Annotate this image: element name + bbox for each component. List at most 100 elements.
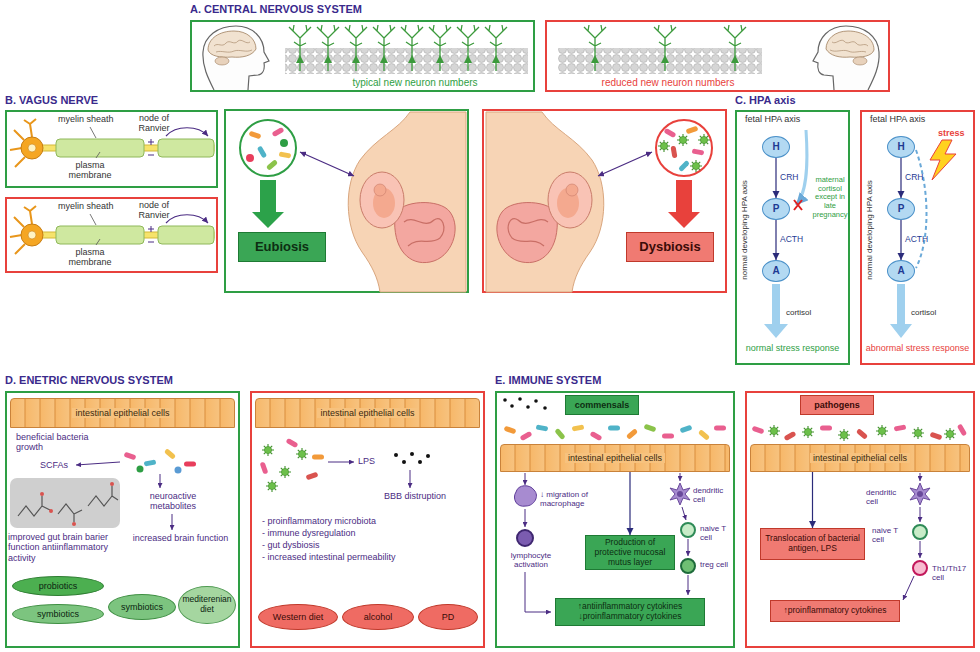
immune-illustration bbox=[680, 473, 681, 481]
immune-illustration bbox=[626, 428, 638, 440]
epithelium-band: intestinal epithelial cells bbox=[750, 444, 970, 472]
panel-title: B. VAGUS NERVE bbox=[5, 94, 98, 106]
immune-illustration bbox=[608, 426, 620, 431]
cns-illustration bbox=[203, 25, 879, 90]
microbiome-illustration bbox=[692, 148, 705, 155]
vagus-panel: myelin sheathnode of Ranvierplasma membr… bbox=[5, 110, 218, 188]
epithelium-band: intestinal epithelial cells bbox=[255, 398, 480, 428]
immune-illustration bbox=[680, 425, 693, 434]
ens-illustration bbox=[306, 472, 319, 481]
flow-arrow bbox=[629, 472, 630, 535]
immune-illustration bbox=[913, 525, 927, 539]
panel-text: normal developing HPA axis bbox=[865, 150, 875, 310]
microbiome-illustration bbox=[686, 126, 699, 135]
box-text: ↓proinflammatory cytokines bbox=[560, 612, 700, 622]
microbiome-illustration bbox=[272, 127, 285, 137]
immune-illustration bbox=[856, 428, 868, 440]
immune-illustration bbox=[784, 431, 797, 441]
ens-illustration bbox=[279, 466, 291, 478]
panel-text: plasma membrane bbox=[66, 247, 114, 268]
immune-illustration bbox=[913, 561, 927, 575]
microbiome-illustration bbox=[257, 146, 267, 159]
microbiome-illustration bbox=[252, 180, 284, 228]
microbiome-illustration bbox=[668, 180, 700, 228]
box-text: probiotics bbox=[16, 581, 100, 591]
hpa-node: A bbox=[762, 260, 790, 282]
microbiome-illustration bbox=[249, 131, 262, 140]
edge-label: CRH bbox=[905, 172, 923, 182]
immune-illustration bbox=[514, 486, 536, 507]
edge-label: ACTH bbox=[780, 234, 803, 244]
immune-illustration bbox=[920, 473, 921, 481]
process-box: Production of protective mucosal mutus l… bbox=[585, 535, 675, 570]
immune-illustration bbox=[802, 426, 814, 438]
ens-illustration bbox=[394, 453, 398, 457]
microbiome-illustration bbox=[225, 110, 468, 292]
panel-title: A. CENTRAL NERVOUS SYSTEM bbox=[190, 3, 362, 15]
cns-illustration bbox=[485, 25, 507, 71]
cns-illustration bbox=[457, 25, 479, 71]
cns-illustration bbox=[401, 25, 423, 71]
risk-oval: alcohol bbox=[342, 604, 414, 630]
box-text: A bbox=[763, 265, 789, 277]
immune-illustration bbox=[957, 424, 967, 437]
microbiome-illustration bbox=[670, 146, 677, 159]
ens-illustration bbox=[110, 482, 114, 486]
immune-illustration bbox=[670, 483, 690, 505]
immune-illustration bbox=[894, 424, 907, 431]
panel-text: - immune dysregulation bbox=[262, 528, 477, 538]
flow-arrow bbox=[775, 158, 776, 198]
box-text: P bbox=[763, 203, 789, 215]
hpa-illustration bbox=[796, 130, 807, 205]
cns-panel: reduced new neuron numbers bbox=[545, 20, 890, 92]
panel-text: stress bbox=[938, 128, 972, 138]
immune-illustration bbox=[820, 426, 832, 431]
box-text: commensals bbox=[570, 400, 634, 410]
immune-illustration bbox=[536, 424, 549, 431]
immune-illustration bbox=[768, 425, 780, 437]
process-box: Translocation of bacterial antigen, LPS bbox=[760, 528, 865, 560]
panel-text: improved gut brain barier function antii… bbox=[8, 532, 128, 563]
state-box: Dysbiosis bbox=[626, 232, 714, 262]
ens-illustration bbox=[124, 452, 137, 461]
hpa-node: H bbox=[762, 136, 790, 158]
panel-text: naive T cell bbox=[700, 524, 734, 542]
immune-illustration bbox=[534, 399, 538, 403]
microbiome-illustration bbox=[280, 139, 288, 147]
panel-text: normal stress response bbox=[737, 343, 848, 353]
flow-arrow bbox=[900, 220, 901, 260]
risk-oval: PD bbox=[418, 604, 478, 630]
panel-text: beneficial bacteria growth bbox=[16, 432, 111, 453]
panel-text: BBB distruption bbox=[370, 491, 460, 501]
immune-illustration bbox=[525, 572, 551, 612]
ens-illustration bbox=[40, 492, 44, 496]
immune-illustration bbox=[920, 541, 921, 558]
ens-illustration bbox=[402, 460, 406, 464]
cns-panel: typical new neuron numbers bbox=[190, 20, 535, 92]
immune-illustration bbox=[910, 483, 930, 505]
immune-illustration bbox=[944, 428, 956, 440]
immune-illustration bbox=[688, 575, 689, 595]
box-text: symbiotics bbox=[112, 602, 172, 612]
cns-illustration bbox=[285, 48, 528, 74]
microbiome-illustration bbox=[266, 159, 278, 171]
panel-text: maternal cortisol except in late pregnan… bbox=[811, 176, 849, 219]
diet-oval: mediterenian diet bbox=[178, 586, 236, 624]
box-text: P bbox=[888, 203, 914, 215]
immune-illustration bbox=[662, 434, 674, 439]
panel-text: dendritic cell bbox=[866, 488, 906, 506]
panel-text: myelin sheath bbox=[58, 114, 120, 124]
panel-text: increased brain function bbox=[128, 533, 233, 543]
ens-illustration bbox=[18, 486, 118, 522]
flow-arrow bbox=[775, 220, 776, 260]
edge-label: CRH bbox=[780, 172, 798, 182]
hpa-illustration bbox=[890, 284, 912, 338]
immune-illustration bbox=[714, 426, 726, 431]
box-text: PD bbox=[422, 612, 474, 622]
immune-illustration bbox=[503, 397, 967, 612]
hpa-illustration bbox=[764, 284, 788, 338]
epithelium-band: intestinal epithelial cells bbox=[500, 444, 730, 472]
immune-illustration bbox=[903, 576, 914, 600]
diet-oval: probiotics bbox=[12, 576, 104, 596]
hpa-node: P bbox=[762, 198, 790, 220]
